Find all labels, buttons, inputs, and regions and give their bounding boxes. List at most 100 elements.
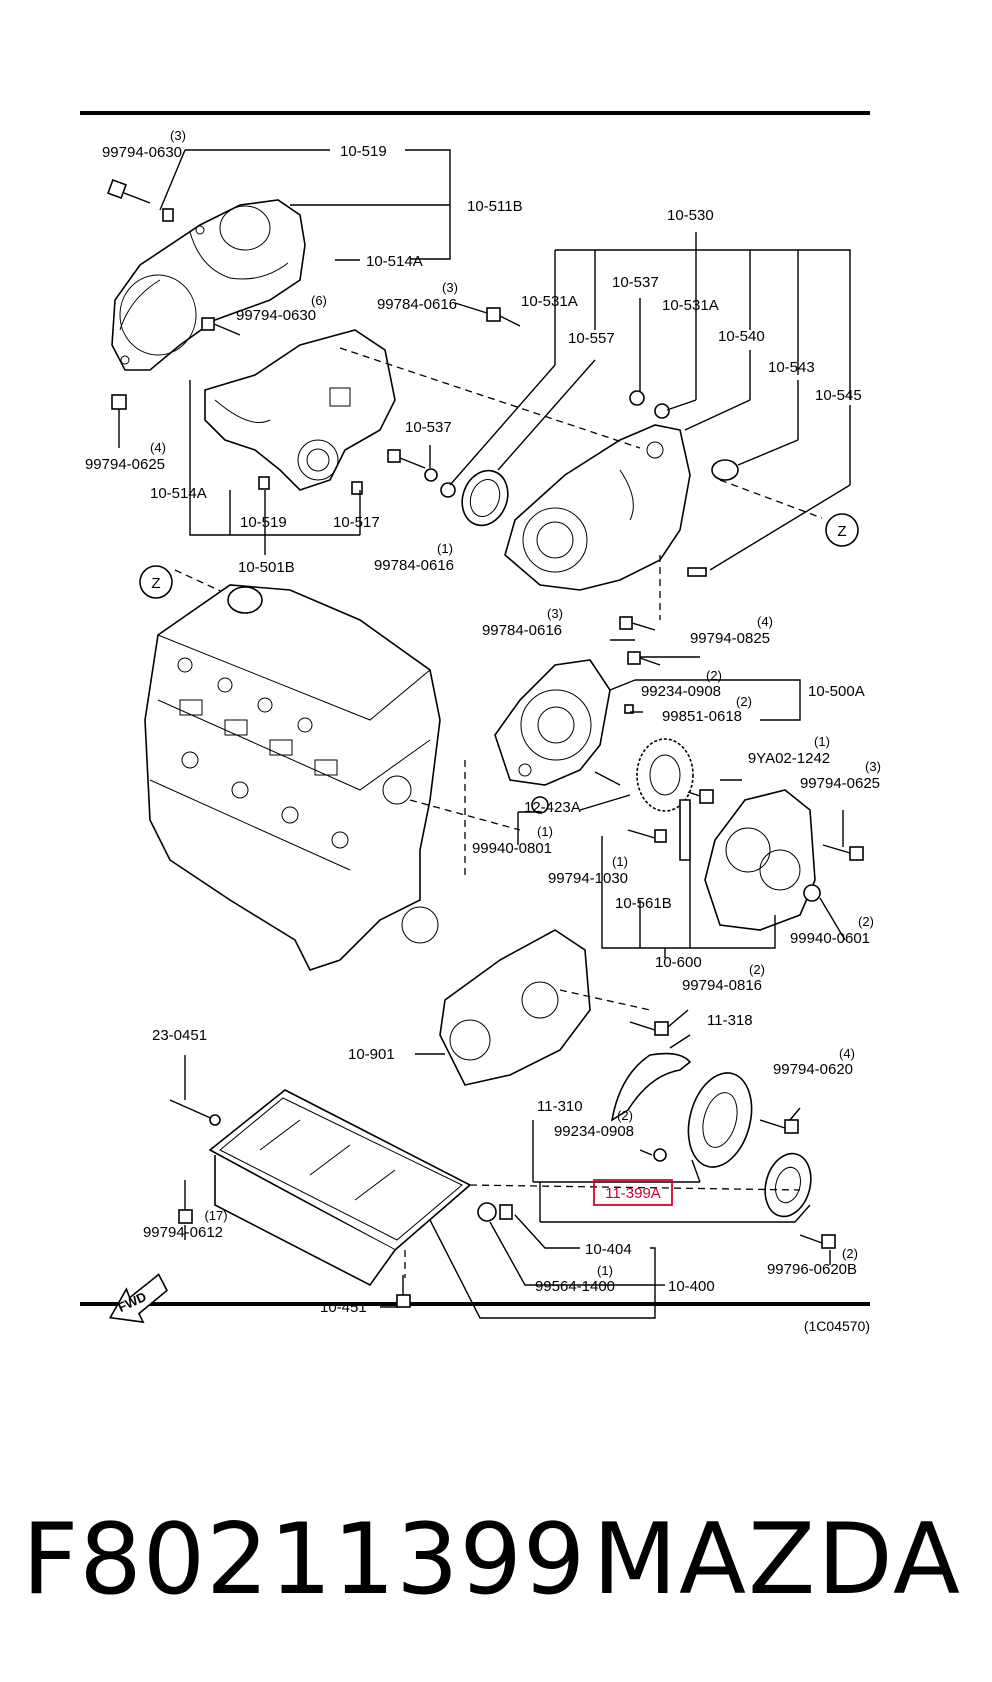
- callout-part-number: 99794-0630: [102, 144, 182, 161]
- callout-part-number: 10-514A: [150, 485, 207, 502]
- callout-part-number: 11-318: [707, 1012, 753, 1029]
- oil-baffle-bracket: [679, 799, 691, 861]
- callout-part-number: 10-543: [768, 359, 815, 376]
- callout-qty: (2): [749, 962, 765, 977]
- callout-part-number: 10-531A: [521, 293, 578, 310]
- callout-qty: (3): [170, 128, 186, 143]
- bolt-icon: [178, 1180, 193, 1224]
- callout-part-number: 10-501B: [238, 559, 295, 576]
- leader-line: [684, 399, 751, 431]
- callout-part-number: 99794-0625: [800, 775, 880, 792]
- callout-part-number: 10-517: [333, 514, 380, 531]
- callout-part-number: 10-537: [612, 274, 659, 291]
- bolt-icon: [107, 179, 174, 222]
- callout-part-number: 10-500A: [808, 683, 865, 700]
- callout-part-number: 99794-0612: [143, 1224, 223, 1241]
- washer-icon: [624, 704, 634, 714]
- callout-part-number: 99234-0908: [554, 1123, 634, 1140]
- footer: F80211399 MAZDA: [0, 1500, 992, 1630]
- leader-line: [819, 897, 846, 941]
- engine-block: [144, 584, 441, 971]
- leader-line: [189, 380, 360, 536]
- bolt-icon: [629, 1021, 669, 1036]
- callout-part-number: 10-540: [718, 328, 765, 345]
- leader-line: [601, 836, 776, 949]
- bolt-icon: [822, 844, 864, 861]
- nut-icon: [424, 468, 438, 482]
- rear-oil-seal: [764, 1152, 812, 1218]
- callout-part-number: 99784-0616: [377, 296, 457, 313]
- nut-icon: [531, 796, 549, 814]
- dowel-icon: [258, 476, 270, 490]
- callout-qty: (3): [442, 280, 458, 295]
- callout-part-number: 99794-0825: [690, 630, 770, 647]
- dowel-icon: [351, 481, 363, 495]
- callout-qty: (1): [814, 734, 830, 749]
- timing-belt-cover-front: [504, 424, 691, 591]
- leader-line: [635, 679, 801, 721]
- callout-part-number: 10-901: [348, 1046, 395, 1063]
- callout-part-number: 99234-0908: [641, 683, 721, 700]
- highlight-box: [593, 1179, 673, 1206]
- callout-part-number: 99794-0625: [85, 456, 165, 473]
- leader-line: [454, 302, 488, 314]
- bolt-icon: [201, 317, 241, 336]
- callout-part-number: 10-561B: [615, 895, 672, 912]
- bolt-icon: [486, 307, 521, 327]
- callout-part-number: 10-530: [667, 207, 714, 224]
- drain-plug-10-451: [396, 1275, 411, 1308]
- callout-part-number: 99794-0620: [773, 1061, 853, 1078]
- timing-belt-cover-upper: [111, 199, 306, 371]
- callout-part-number: 10-514A: [366, 253, 423, 270]
- callout-part-number: 10-451: [320, 1299, 367, 1316]
- nut-icon: [654, 403, 670, 419]
- leader-line: [497, 359, 596, 471]
- crankshaft-sprocket: [636, 738, 694, 812]
- front-housing-gasket: [439, 929, 591, 1086]
- leader-line: [737, 439, 799, 466]
- callout-part-number: 11-310: [537, 1098, 583, 1115]
- leader-line: [540, 1204, 811, 1223]
- callout-part-number: 10-545: [815, 387, 862, 404]
- callout-part-number: 99940-0601: [790, 930, 870, 947]
- z-marker-left: [139, 565, 173, 599]
- callout-qty: (2): [706, 668, 722, 683]
- callout-part-number: 10-600: [655, 954, 702, 971]
- callout-qty: (4): [150, 440, 166, 455]
- z-marker-right: [825, 513, 859, 547]
- callout-part-number: 10-531A: [662, 297, 719, 314]
- rear-oil-seal-retainer-gasket: [610, 1052, 692, 1122]
- highlighted-part-number: 11-399A: [605, 1185, 661, 1202]
- callout-part-number: 99784-0616: [374, 557, 454, 574]
- callout-qty: (4): [757, 614, 773, 629]
- front-housing: [704, 789, 816, 931]
- callout-part-number: 10-511B: [467, 198, 523, 215]
- dashed-guide: [559, 989, 651, 1011]
- z-marker-label: Z: [151, 575, 160, 592]
- callout-part-number: 99564-1400: [535, 1278, 615, 1295]
- forward-arrow-icon: FWD: [108, 1273, 168, 1324]
- bolt-icon: [387, 449, 426, 469]
- nut-icon: [629, 390, 645, 406]
- leader-line: [709, 484, 851, 571]
- callout-part-number: 10-400: [668, 1278, 715, 1295]
- oil-level-sensor: [169, 1099, 221, 1126]
- callout-qty: (1): [437, 541, 453, 556]
- nut-icon: [440, 482, 456, 498]
- callout-qty: (4): [839, 1046, 855, 1061]
- callout-part-number: 99794-0630: [236, 307, 316, 324]
- leader-line: [489, 1221, 655, 1286]
- leader-line: [639, 1149, 653, 1156]
- z-ref-dash: [719, 479, 823, 519]
- leader-line: [669, 1034, 691, 1049]
- leader-line: [579, 794, 631, 811]
- leader-line: [667, 1009, 689, 1028]
- callout-part-number: 99784-0616: [482, 622, 562, 639]
- bolt-icon: [627, 829, 667, 843]
- callout-part-number: 99794-1030: [548, 870, 628, 887]
- bolt-icon: [111, 394, 127, 440]
- grommet-icon: [711, 459, 739, 481]
- nut-icon: [803, 884, 821, 902]
- callout-qty: (17): [204, 1208, 227, 1223]
